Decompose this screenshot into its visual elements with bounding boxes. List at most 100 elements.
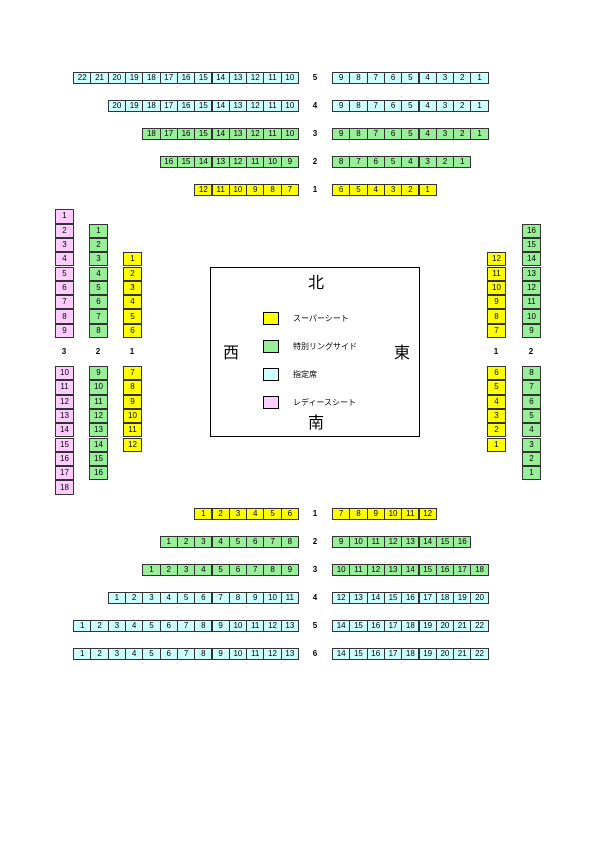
north-row4-seat[interactable]: 7 bbox=[366, 100, 385, 112]
north-row5-seat[interactable]: 2 bbox=[453, 72, 472, 84]
west-row3-seat[interactable]: 6 bbox=[55, 280, 74, 296]
north-row3-seat[interactable]: 6 bbox=[383, 128, 403, 140]
west-row2-seat[interactable]: 2 bbox=[89, 237, 108, 253]
north-row4-seat[interactable]: 19 bbox=[125, 100, 144, 112]
south-row1-seat[interactable]: 6 bbox=[280, 508, 299, 520]
north-row2-seat[interactable]: 11 bbox=[246, 156, 265, 168]
west-row1-seat[interactable]: 5 bbox=[123, 309, 142, 324]
west-row2-seat[interactable]: 14 bbox=[89, 437, 108, 452]
north-row3-seat[interactable]: 15 bbox=[194, 128, 213, 140]
north-row5-seat[interactable]: 21 bbox=[90, 72, 109, 84]
west-row3-seat[interactable]: 17 bbox=[55, 466, 74, 481]
south-row6-seat[interactable]: 4 bbox=[125, 648, 144, 660]
north-row5-seat[interactable]: 22 bbox=[73, 72, 92, 84]
north-row2-seat[interactable]: 9 bbox=[280, 156, 299, 168]
north-row5-seat[interactable]: 19 bbox=[125, 72, 144, 84]
west-row2-seat[interactable]: 5 bbox=[89, 280, 108, 296]
south-row5-seat[interactable]: 5 bbox=[142, 620, 161, 632]
south-row4-seat[interactable]: 10 bbox=[263, 592, 282, 604]
south-row5-seat[interactable]: 14 bbox=[332, 620, 351, 632]
north-row4-seat[interactable]: 15 bbox=[194, 100, 213, 112]
east-row2-seat[interactable]: 7 bbox=[522, 380, 541, 395]
south-row5-seat[interactable]: 6 bbox=[159, 620, 178, 632]
north-row5-seat[interactable]: 9 bbox=[332, 72, 351, 84]
south-row5-seat[interactable]: 15 bbox=[349, 620, 368, 632]
west-row1-seat[interactable]: 8 bbox=[123, 380, 142, 395]
east-row1-seat[interactable]: 2 bbox=[487, 423, 506, 438]
south-row4-seat[interactable]: 20 bbox=[470, 592, 489, 604]
south-row1-seat[interactable]: 8 bbox=[349, 508, 368, 520]
east-row2-seat[interactable]: 14 bbox=[522, 252, 541, 267]
south-row1-seat[interactable]: 10 bbox=[383, 508, 403, 520]
north-row3-seat[interactable]: 4 bbox=[418, 128, 437, 140]
south-row6-seat[interactable]: 10 bbox=[228, 648, 248, 660]
south-row5-seat[interactable]: 11 bbox=[246, 620, 265, 632]
south-row6-seat[interactable]: 11 bbox=[246, 648, 265, 660]
south-row1-seat[interactable]: 2 bbox=[211, 508, 230, 520]
north-row3-seat[interactable]: 2 bbox=[453, 128, 472, 140]
south-row2-seat[interactable]: 15 bbox=[435, 536, 455, 548]
south-row6-seat[interactable]: 19 bbox=[418, 648, 437, 660]
north-row3-seat[interactable]: 5 bbox=[401, 128, 420, 140]
north-row1-seat[interactable]: 2 bbox=[401, 184, 420, 196]
south-row1-seat[interactable]: 12 bbox=[418, 508, 437, 520]
east-row1-seat[interactable]: 9 bbox=[487, 295, 506, 310]
west-row2-seat[interactable]: 8 bbox=[89, 323, 108, 338]
south-row4-seat[interactable]: 2 bbox=[125, 592, 144, 604]
south-row6-seat[interactable]: 12 bbox=[263, 648, 282, 660]
west-row2-seat[interactable]: 12 bbox=[89, 408, 108, 424]
north-row3-seat[interactable]: 8 bbox=[349, 128, 368, 140]
north-row2-seat[interactable]: 8 bbox=[332, 156, 351, 168]
south-row3-seat[interactable]: 3 bbox=[176, 564, 196, 576]
south-row3-seat[interactable]: 13 bbox=[383, 564, 403, 576]
north-row4-seat[interactable]: 18 bbox=[142, 100, 161, 112]
south-row6-seat[interactable]: 13 bbox=[280, 648, 299, 660]
east-row1-seat[interactable]: 10 bbox=[487, 280, 506, 296]
north-row1-seat[interactable]: 7 bbox=[280, 184, 299, 196]
south-row5-seat[interactable]: 16 bbox=[366, 620, 385, 632]
north-row3-seat[interactable]: 10 bbox=[280, 128, 299, 140]
north-row4-seat[interactable]: 2 bbox=[453, 100, 472, 112]
north-row2-seat[interactable]: 14 bbox=[194, 156, 213, 168]
west-row1-seat[interactable]: 3 bbox=[123, 280, 142, 296]
west-row2-seat[interactable]: 1 bbox=[89, 223, 108, 238]
east-row2-seat[interactable]: 9 bbox=[522, 323, 541, 338]
north-row1-seat[interactable]: 1 bbox=[418, 184, 437, 196]
west-row3-seat[interactable]: 4 bbox=[55, 252, 74, 267]
west-row1-seat[interactable]: 9 bbox=[123, 394, 142, 409]
east-row1-seat[interactable]: 1 bbox=[487, 437, 506, 452]
south-row6-seat[interactable]: 21 bbox=[453, 648, 472, 660]
south-row4-seat[interactable]: 7 bbox=[211, 592, 230, 604]
north-row1-seat[interactable]: 9 bbox=[246, 184, 265, 196]
east-row1-seat[interactable]: 3 bbox=[487, 408, 506, 424]
west-row3-seat[interactable]: 13 bbox=[55, 408, 74, 424]
east-row1-seat[interactable]: 4 bbox=[487, 394, 506, 409]
south-row6-seat[interactable]: 9 bbox=[211, 648, 230, 660]
south-row2-seat[interactable]: 14 bbox=[418, 536, 437, 548]
west-row3-seat[interactable]: 3 bbox=[55, 237, 74, 253]
north-row5-seat[interactable]: 5 bbox=[401, 72, 420, 84]
north-row3-seat[interactable]: 7 bbox=[366, 128, 385, 140]
north-row4-seat[interactable]: 4 bbox=[418, 100, 437, 112]
south-row5-seat[interactable]: 7 bbox=[176, 620, 196, 632]
east-row2-seat[interactable]: 1 bbox=[522, 466, 541, 481]
south-row5-seat[interactable]: 17 bbox=[383, 620, 403, 632]
south-row5-seat[interactable]: 20 bbox=[435, 620, 455, 632]
south-row1-seat[interactable]: 9 bbox=[366, 508, 385, 520]
south-row2-seat[interactable]: 10 bbox=[349, 536, 368, 548]
south-row6-seat[interactable]: 5 bbox=[142, 648, 161, 660]
north-row4-seat[interactable]: 16 bbox=[176, 100, 196, 112]
north-row5-seat[interactable]: 1 bbox=[470, 72, 489, 84]
south-row6-seat[interactable]: 8 bbox=[194, 648, 213, 660]
north-row4-seat[interactable]: 20 bbox=[107, 100, 126, 112]
south-row2-seat[interactable]: 13 bbox=[401, 536, 420, 548]
north-row4-seat[interactable]: 14 bbox=[211, 100, 230, 112]
south-row1-seat[interactable]: 11 bbox=[401, 508, 420, 520]
north-row5-seat[interactable]: 17 bbox=[159, 72, 178, 84]
south-row4-seat[interactable]: 9 bbox=[246, 592, 265, 604]
south-row3-seat[interactable]: 18 bbox=[470, 564, 489, 576]
north-row5-seat[interactable]: 8 bbox=[349, 72, 368, 84]
south-row4-seat[interactable]: 11 bbox=[280, 592, 299, 604]
south-row6-seat[interactable]: 16 bbox=[366, 648, 385, 660]
west-row3-seat[interactable]: 1 bbox=[55, 209, 74, 224]
